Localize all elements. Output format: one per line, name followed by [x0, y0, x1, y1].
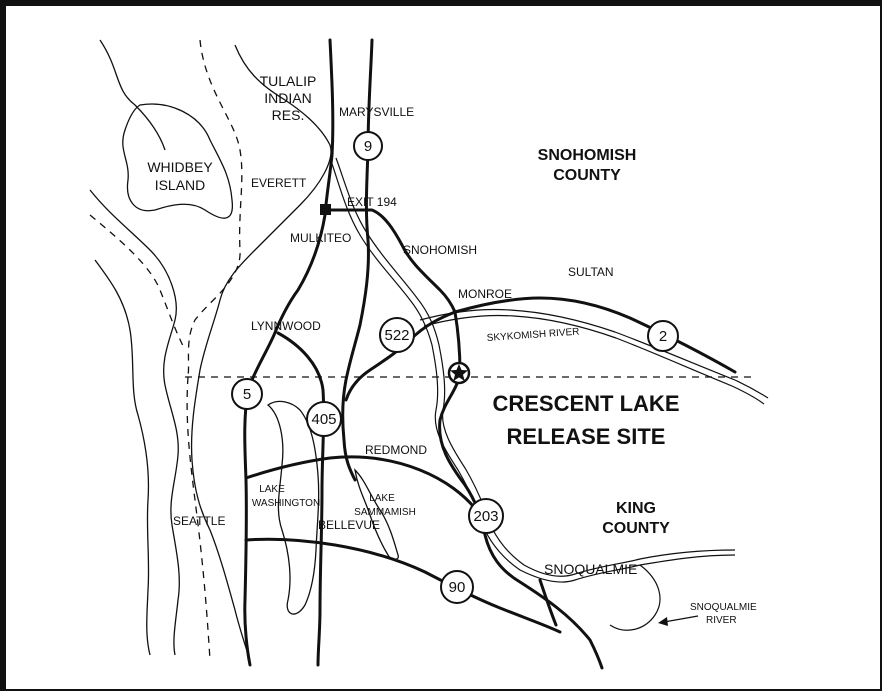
- road-i5: [243, 38, 335, 667]
- label-whidbey-2: ISLAND: [155, 177, 206, 193]
- road-i90: [244, 537, 562, 634]
- skykomish-river-a: [419, 308, 769, 399]
- coastline-inner: [94, 259, 151, 656]
- shield-hwy2: 2: [647, 320, 679, 352]
- label-snohomish-county-2: COUNTY: [553, 167, 621, 184]
- road-snohomish: [323, 208, 457, 314]
- label-skykomish-river: SKYKOMISH RIVER: [486, 327, 579, 344]
- label-bellevue: BELLEVUE: [318, 518, 380, 532]
- skykomish-river-b: [423, 314, 765, 405]
- coastline-west: [99, 39, 166, 151]
- star-icon: [450, 364, 468, 381]
- label-lake-washington-1: LAKE: [259, 484, 285, 495]
- label-snoqualmie-river-2: RIVER: [706, 615, 737, 626]
- place-labels: TULALIP INDIAN RES. MARYSVILLE WHIDBEY I…: [147, 73, 637, 577]
- shield-hwy2-label: 2: [659, 328, 667, 345]
- boundaries: [89, 39, 755, 661]
- label-seattle: SEATTLE: [173, 514, 225, 528]
- coastlines: [89, 39, 399, 661]
- whidbey-island-shore: [122, 103, 233, 219]
- water-boundary-line: [187, 39, 243, 378]
- label-snohomish: SNOHOMISH: [403, 243, 477, 257]
- water-labels: SKYKOMISH RIVER SNOQUALMIE RIVER: [486, 327, 757, 626]
- coastline-mainland: [190, 44, 332, 661]
- shield-hwy405: 405: [306, 401, 342, 437]
- label-redmond: REDMOND: [365, 443, 427, 457]
- snoqualmie-river-a: [609, 549, 736, 631]
- shield-hwy5: 5: [231, 378, 263, 410]
- water-boundary-line-3: [89, 214, 186, 351]
- snohomish-river-b: [335, 157, 641, 577]
- exit-194-marker: [320, 204, 331, 215]
- shield-hwy522: 522: [379, 317, 415, 353]
- label-whidbey-1: WHIDBEY: [147, 159, 213, 175]
- label-release-site-1: CRESCENT LAKE: [492, 391, 679, 416]
- label-tulalip-1: TULALIP: [260, 73, 317, 89]
- label-snoqualmie: SNOQUALMIE: [544, 561, 637, 577]
- arrow-icon: [658, 615, 699, 626]
- shield-hwy405-label: 405: [311, 411, 336, 428]
- label-tulalip-3: RES.: [272, 107, 305, 123]
- water-boundary-line-2: [186, 376, 211, 661]
- road-snoqualmie-link: [538, 578, 558, 627]
- label-monroe: MONROE: [458, 287, 512, 301]
- road-hwy522: [344, 310, 457, 402]
- highways: [243, 38, 737, 670]
- shield-hwy203-label: 203: [473, 508, 498, 525]
- snohomish-river-a: [329, 157, 641, 583]
- label-release-site-2: RELEASE SITE: [507, 424, 666, 449]
- shield-hwy90: 90: [440, 570, 474, 604]
- label-king-county-2: COUNTY: [602, 520, 670, 537]
- label-snohomish-county-1: SNOHOMISH: [538, 147, 637, 164]
- label-everett: EVERETT: [251, 176, 307, 190]
- label-exit-194: EXIT 194: [347, 195, 397, 209]
- shield-hwy9: 9: [353, 131, 383, 161]
- label-lake-sammamish-2: SAMMAMISH: [354, 507, 416, 518]
- shield-hwy9-label: 9: [364, 138, 372, 155]
- rivers: [329, 157, 769, 631]
- highway-shields: 9 522 2 5 405 203 90: [231, 131, 679, 604]
- label-tulalip-2: INDIAN: [264, 90, 311, 106]
- label-lake-sammamish-1: LAKE: [369, 493, 395, 504]
- release-site-marker: [447, 361, 471, 385]
- label-lynnwood: LYNNWOOD: [251, 319, 321, 333]
- label-marysville: MARYSVILLE: [339, 105, 414, 119]
- label-lake-washington-2: WASHINGTON: [252, 498, 320, 509]
- shield-hwy203: 203: [468, 498, 504, 534]
- road-redmond: [244, 455, 480, 514]
- road-monroe-hwy2: [453, 296, 737, 374]
- shield-hwy5-label: 5: [243, 386, 251, 403]
- release-site-label: CRESCENT LAKE RELEASE SITE: [492, 391, 679, 449]
- coastline-peninsula: [89, 189, 180, 656]
- label-sultan: SULTAN: [568, 265, 614, 279]
- label-king-county-1: KING: [616, 500, 656, 517]
- label-mulkiteo: MULKITEO: [290, 231, 351, 245]
- county-labels: SNOHOMISH COUNTY KING COUNTY: [538, 147, 670, 537]
- label-snoqualmie-river-1: SNOQUALMIE: [690, 602, 757, 613]
- shield-hwy522-label: 522: [384, 327, 409, 344]
- road-i405: [276, 331, 326, 667]
- shield-hwy90-label: 90: [449, 579, 466, 596]
